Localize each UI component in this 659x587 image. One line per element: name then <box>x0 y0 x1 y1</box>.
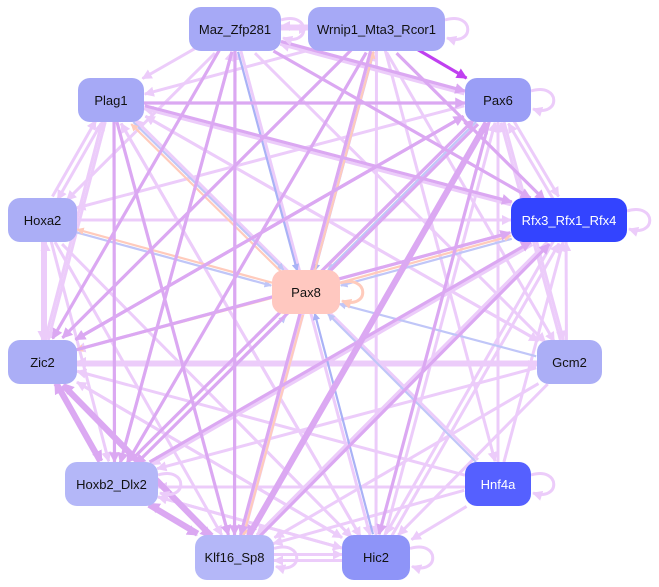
edge-hic2-to-hoxb2 <box>157 494 343 550</box>
node-klf16[interactable]: Klf16_Sp8 <box>195 535 274 580</box>
node-label: Pax8 <box>291 284 321 300</box>
edge-pax8-to-klf16 <box>241 314 305 537</box>
self-loop-klf16 <box>273 545 299 575</box>
edge-wrnip-to-hoxb2 <box>125 51 368 465</box>
edge-plag1-to-klf16 <box>115 121 232 537</box>
edge-wrnip-to-pax6 <box>414 47 468 80</box>
edge-maz-to-pax6 <box>280 39 467 94</box>
node-label: Hoxb2_Dlx2 <box>76 476 147 492</box>
edge-zic2-to-hoxb2 <box>56 381 104 462</box>
node-label: Zic2 <box>30 354 55 370</box>
node-label: Wrnip1_Mta3_Rcor1 <box>317 21 436 37</box>
edge-rfx-to-pax8 <box>340 237 513 288</box>
self-loop-maz <box>280 17 306 46</box>
edge-maz-to-rfx <box>272 49 532 200</box>
edge-klf16-to-hoxb2 <box>148 502 200 534</box>
node-rfx[interactable]: Rfx3_Rfx1_Rfx4 <box>511 198 627 242</box>
node-pax8[interactable]: Pax8 <box>272 270 340 314</box>
edge-rfx-to-hic2 <box>384 239 556 535</box>
edge-hoxb2-to-rfx <box>148 240 532 464</box>
node-label: Hoxa2 <box>23 212 62 228</box>
node-label: Hic2 <box>362 550 389 565</box>
node-label: Rfx3_Rfx1_Rfx4 <box>521 212 617 228</box>
edge-plag1-to-pax8 <box>132 121 285 271</box>
node-label: Gcm2 <box>552 354 587 370</box>
edge-pax8-to-wrnip <box>313 51 376 272</box>
edge-hnf4a-to-hic2 <box>410 505 468 541</box>
edge-zic2-to-pax6 <box>74 114 465 341</box>
edge-hic2-to-pax8 <box>312 312 375 535</box>
edge-hnf4a-to-rfx <box>502 241 566 463</box>
node-hic2[interactable]: Hic2 <box>342 535 410 580</box>
edge-rfx-to-pax6 <box>507 122 555 201</box>
self-loop-pax6 <box>530 88 556 117</box>
node-gcm2[interactable]: Gcm2 <box>537 340 602 384</box>
edge-plag1-to-hoxa2 <box>56 122 103 201</box>
node-label: Hnf4a <box>480 476 516 492</box>
self-loop-hnf4a <box>530 472 556 501</box>
edge-zic2-to-klf16 <box>60 384 212 539</box>
node-wrnip[interactable]: Wrnip1_Mta3_Rcor1 <box>308 7 445 51</box>
edges-layer <box>37 17 652 575</box>
edge-hic2-to-plag1 <box>119 122 362 538</box>
edge-klf16-to-zic2 <box>62 382 214 537</box>
self-loop-rfx <box>626 208 652 237</box>
node-pax6[interactable]: Pax6 <box>465 78 531 122</box>
node-plag1[interactable]: Plag1 <box>78 78 144 122</box>
edge-maz-to-pax8 <box>236 51 300 272</box>
edge-wrnip-to-zic2 <box>61 47 354 340</box>
edge-pax6-to-pax8 <box>327 121 477 271</box>
edge-pax8-to-hoxa2 <box>76 227 273 284</box>
node-maz[interactable]: Maz_Zfp281 <box>189 7 281 51</box>
edge-pax6-to-rfx <box>512 119 560 198</box>
edge-pax6-to-maz <box>279 41 465 96</box>
edge-pax8-to-rfx <box>339 234 512 284</box>
node-hoxb2[interactable]: Hoxb2_Dlx2 <box>65 462 158 506</box>
node-hnf4a[interactable]: Hnf4a <box>465 462 531 506</box>
edge-pax8-to-plag1 <box>130 123 283 273</box>
edge-pax6-to-hic2 <box>376 120 491 536</box>
edge-hoxb2-to-zic2 <box>53 383 101 463</box>
edge-maz-to-zic2 <box>51 48 222 340</box>
self-loop-wrnip <box>444 17 470 46</box>
edge-gcm2-to-plag1 <box>144 114 540 343</box>
node-label: Maz_Zfp281 <box>198 21 272 37</box>
edge-klf16-to-pax6 <box>248 122 490 538</box>
self-loop-hic2 <box>409 545 435 575</box>
edge-hnf4a-to-pax8 <box>327 313 477 463</box>
edge-rfx-to-hoxb2 <box>150 243 534 466</box>
node-zic2[interactable]: Zic2 <box>8 340 77 384</box>
edge-gcm2-to-pax8 <box>338 302 537 358</box>
self-loop-pax8 <box>339 280 365 309</box>
node-label: Pax6 <box>483 92 513 108</box>
edge-maz-to-plag1 <box>141 47 196 80</box>
edge-hoxa2-to-pax8 <box>75 231 272 288</box>
node-label: Plag1 <box>94 92 128 108</box>
edge-maz-to-hoxb2 <box>117 51 234 464</box>
node-hoxa2[interactable]: Hoxa2 <box>8 198 77 242</box>
edge-hoxa2-to-plag1 <box>51 119 98 198</box>
self-loop-hoxb2 <box>157 472 183 501</box>
edge-klf16-to-rfx <box>257 242 551 539</box>
node-label: Klf16_Sp8 <box>204 550 265 565</box>
edge-pax6-to-klf16 <box>246 121 487 536</box>
